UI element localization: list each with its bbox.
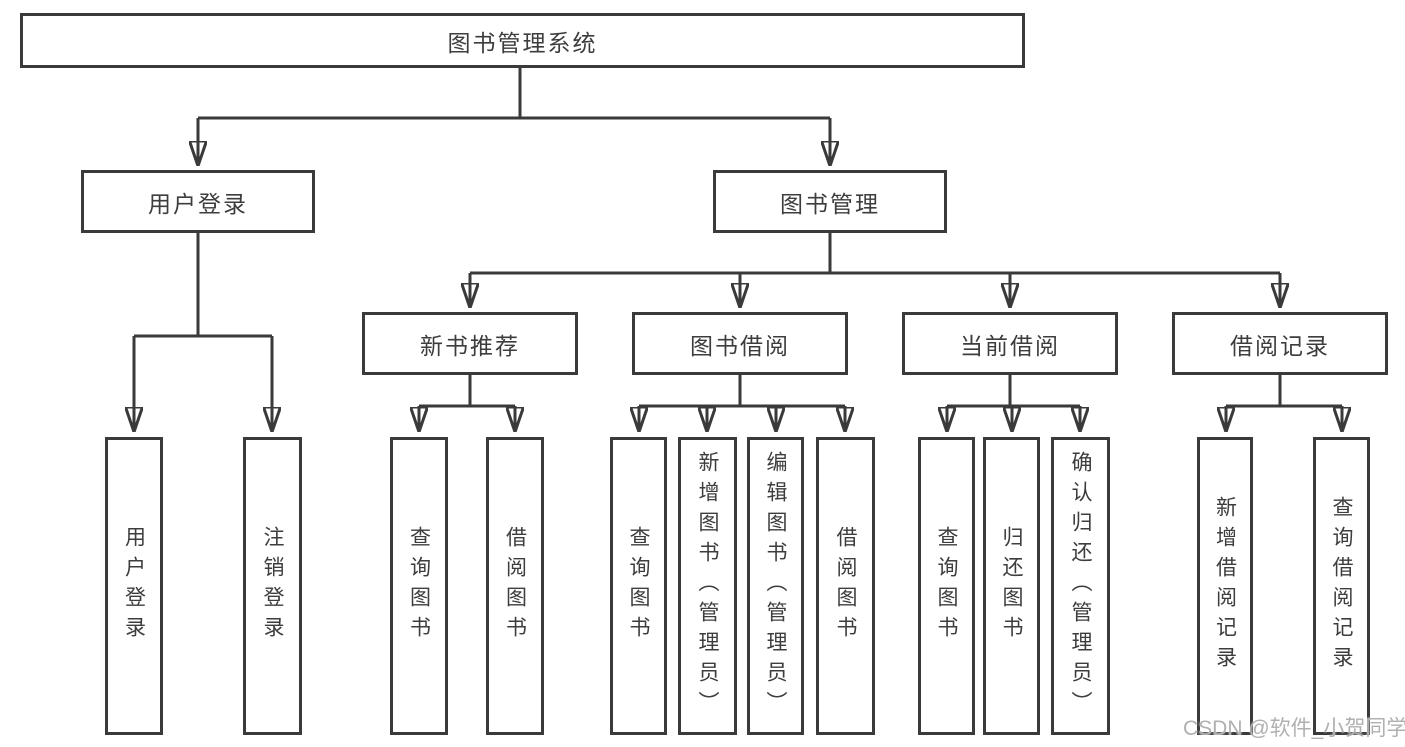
leaf-user-login: 用户登录: [105, 437, 163, 735]
node-user-login-branch: 用户登录: [81, 170, 315, 233]
leaf-query-books-borrowing: 查询图书: [610, 437, 667, 735]
node-label: 新书推荐: [420, 332, 520, 359]
node-label: 借阅图书: [834, 526, 858, 646]
leaf-return-books: 归还图书: [983, 437, 1040, 735]
leaf-confirm-return-admin: 确认归还（管理员）: [1051, 437, 1110, 735]
node-label: 借阅图书: [503, 526, 527, 646]
node-label: 用户登录: [148, 190, 248, 217]
node-label: 图书借阅: [690, 332, 790, 359]
node-label: 用户登录: [122, 526, 146, 646]
leaf-edit-book-admin: 编辑图书（管理员）: [747, 437, 804, 735]
connector-arrows: [134, 118, 1342, 432]
node-label: 借阅记录: [1230, 332, 1330, 359]
node-label: 查询图书: [407, 526, 431, 646]
leaf-query-books-recommend: 查询图书: [390, 437, 448, 735]
node-label: 查询图书: [935, 526, 959, 646]
node-borrowing-records: 借阅记录: [1172, 312, 1388, 375]
node-label: 查询借阅记录: [1330, 496, 1354, 676]
csdn-watermark: CSDN @软件_小贺同学: [1183, 717, 1405, 740]
leaf-add-borrow-record: 新增借阅记录: [1197, 437, 1253, 735]
leaf-query-books-current: 查询图书: [918, 437, 975, 735]
node-library-management-system: 图书管理系统: [20, 13, 1025, 68]
node-label: 查询图书: [627, 526, 651, 646]
node-book-borrowing: 图书借阅: [632, 312, 848, 375]
connector-trunks: [134, 68, 1342, 408]
node-label: 注销登录: [261, 526, 285, 646]
node-label: 确认归还（管理员）: [1069, 451, 1093, 721]
node-label: 图书管理系统: [447, 29, 598, 56]
node-label: 图书管理: [780, 190, 880, 217]
leaf-query-borrow-record: 查询借阅记录: [1313, 437, 1370, 735]
node-new-book-recommendation: 新书推荐: [362, 312, 578, 375]
node-label: 新增图书（管理员）: [696, 451, 720, 721]
leaf-add-book-admin: 新增图书（管理员）: [678, 437, 737, 735]
node-label: 编辑图书（管理员）: [764, 451, 788, 721]
node-book-management-branch: 图书管理: [713, 170, 947, 233]
node-label: 当前借阅: [960, 332, 1060, 359]
leaf-borrow-books-recommend: 借阅图书: [486, 437, 544, 735]
node-current-borrowing: 当前借阅: [902, 312, 1118, 375]
node-label: 新增借阅记录: [1213, 496, 1237, 676]
leaf-logout: 注销登录: [243, 437, 302, 735]
node-label: 归还图书: [1000, 526, 1024, 646]
leaf-borrow-books-borrowing: 借阅图书: [816, 437, 875, 735]
